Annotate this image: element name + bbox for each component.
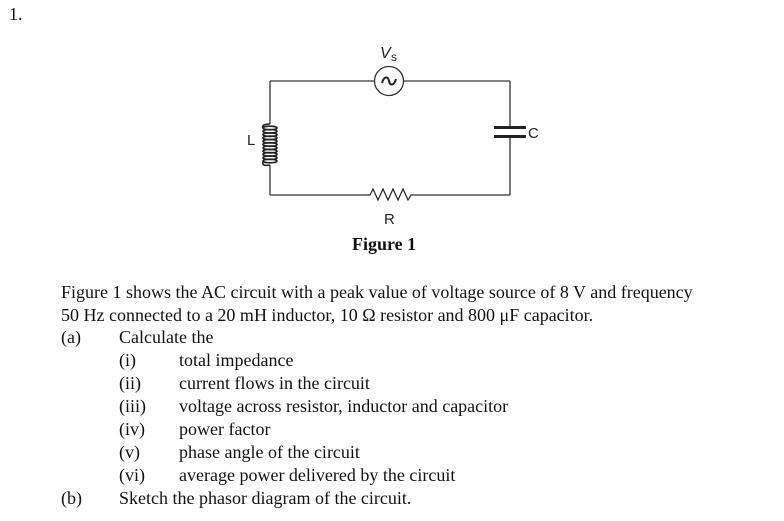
- part-a-text: Calculate the: [119, 327, 214, 347]
- source-label: V: [380, 45, 392, 62]
- source-subscript: s: [391, 50, 397, 64]
- resistor-icon: [367, 187, 413, 202]
- subpart-v-text: phase angle of the circuit: [179, 442, 360, 462]
- subpart-iv-marker: (iv): [119, 419, 145, 439]
- ac-source-icon: [373, 65, 405, 97]
- capacitor-label: C: [528, 125, 539, 142]
- subpart-i-marker: (i): [119, 350, 136, 370]
- capacitor-icon: [494, 126, 526, 138]
- intro-line-2: 50 Hz connected to a 20 mH inductor, 10 …: [61, 305, 594, 325]
- subpart-ii-marker: (ii): [119, 373, 141, 393]
- part-a-marker: (a): [61, 327, 81, 347]
- part-b-text: Sketch the phasor diagram of the circuit…: [119, 488, 412, 508]
- inductor-icon: [261, 123, 278, 167]
- intro-line-1: Figure 1 shows the AC circuit with a pea…: [61, 282, 693, 302]
- resistor-label: R: [384, 211, 395, 228]
- inductor-coil-loop: [262, 158, 278, 164]
- subpart-iii-marker: (iii): [119, 396, 146, 416]
- inductor-label: L: [247, 132, 255, 149]
- subpart-i-text: total impedance: [179, 350, 294, 370]
- subpart-vi-text: average power delivered by the circuit: [179, 465, 456, 485]
- question-number: 1.: [9, 4, 23, 24]
- subpart-ii-text: current flows in the circuit: [179, 373, 370, 393]
- figure-caption: Figure 1: [352, 234, 417, 254]
- circuit-diagram: V s L C R: [247, 45, 539, 228]
- circuit-wires: [269, 80, 511, 196]
- subpart-v-marker: (v): [119, 442, 140, 462]
- part-b-marker: (b): [61, 488, 82, 508]
- subpart-iii-text: voltage across resistor, inductor and ca…: [179, 396, 509, 416]
- subpart-iv-text: power factor: [179, 419, 271, 439]
- subpart-vi-marker: (vi): [119, 465, 145, 485]
